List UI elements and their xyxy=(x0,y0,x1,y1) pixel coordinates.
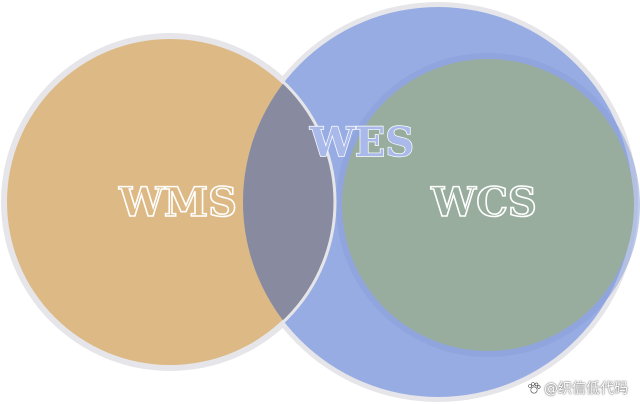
wms-label: WMS xyxy=(118,179,237,226)
watermark-text: @织信低代码 xyxy=(544,381,628,397)
wcs-label: WCS xyxy=(430,179,537,226)
wms-boundary xyxy=(3,35,337,369)
watermark: @织信低代码 xyxy=(527,378,628,398)
wes-label: WES xyxy=(309,119,414,166)
paw-icon xyxy=(528,382,541,394)
wms-circle xyxy=(7,39,333,365)
wcs-circle xyxy=(342,59,634,351)
